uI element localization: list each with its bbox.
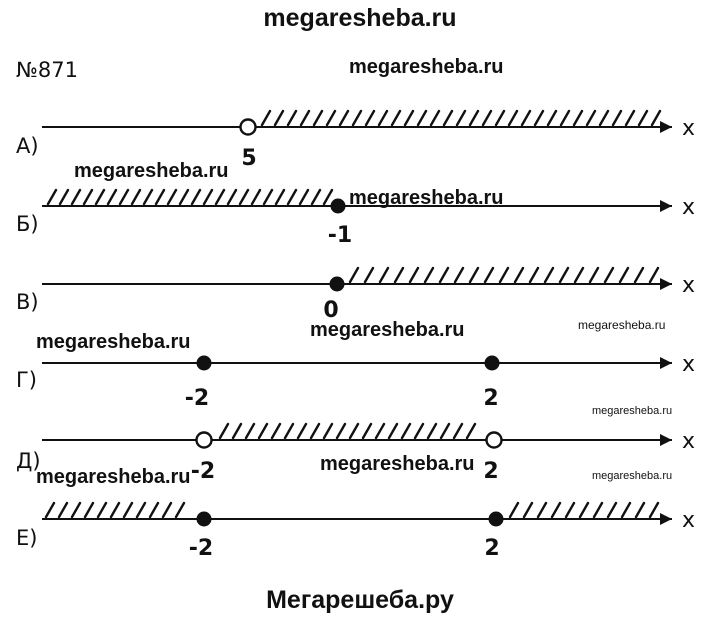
point-label: 0 — [323, 298, 338, 323]
filled-point — [196, 511, 212, 527]
hatching — [260, 109, 662, 127]
watermark: megaresheba.ru — [320, 453, 475, 475]
row-label-a: А) — [16, 134, 39, 158]
row-label-e: Е) — [16, 526, 38, 550]
axis-label: x — [682, 429, 695, 454]
axis-arrow — [660, 434, 672, 446]
row-label-b: Б) — [16, 212, 39, 236]
point-label: 2 — [484, 536, 499, 561]
hatching — [218, 422, 477, 440]
hatching — [508, 501, 660, 519]
open-point — [485, 431, 503, 449]
watermark: megaresheba.ru — [592, 470, 673, 482]
hatching — [44, 501, 186, 519]
point-label: -2 — [189, 536, 213, 561]
hatching — [348, 266, 660, 284]
axis-arrow — [660, 357, 672, 369]
watermark: megaresheba.ru — [349, 187, 504, 209]
point-label: 2 — [483, 386, 498, 411]
axis-arrow — [660, 278, 672, 290]
filled-point — [484, 355, 500, 371]
watermark: megaresheba.ru — [592, 405, 673, 417]
axis-label: x — [682, 195, 695, 220]
point-label: -2 — [185, 386, 209, 411]
axis-label: x — [682, 273, 695, 298]
watermark: megaresheba.ru — [36, 466, 191, 488]
point-label: 5 — [241, 146, 256, 171]
axis-arrow — [660, 121, 672, 133]
axis-arrow — [660, 513, 672, 525]
row-label-g: Г) — [16, 368, 37, 392]
watermark: megaresheba.ru — [36, 331, 191, 353]
filled-point — [330, 198, 346, 214]
watermark: megaresheba.ru — [578, 318, 666, 332]
axis-label: x — [682, 508, 695, 533]
watermark: megaresheba.ru — [349, 56, 504, 78]
axis-label: x — [682, 116, 695, 141]
point-label: -2 — [191, 459, 215, 484]
axis-arrow — [660, 200, 672, 212]
open-point — [239, 118, 257, 136]
open-point — [195, 431, 213, 449]
footer-watermark: Мегарешеба.ру — [266, 586, 454, 614]
point-label: -1 — [328, 223, 352, 248]
filled-point — [488, 511, 504, 527]
watermark: megaresheba.ru — [74, 160, 229, 182]
hatching — [46, 188, 334, 206]
watermark: megaresheba.ru — [310, 319, 465, 341]
axis-label: x — [682, 352, 695, 377]
row-label-d: Д) — [16, 449, 41, 473]
problem-number: №871 — [16, 58, 78, 82]
filled-point — [196, 355, 212, 371]
point-label: 2 — [483, 459, 498, 484]
row-label-v: В) — [16, 290, 39, 314]
header-watermark: megaresheba.ru — [263, 4, 457, 32]
filled-point — [329, 276, 345, 292]
